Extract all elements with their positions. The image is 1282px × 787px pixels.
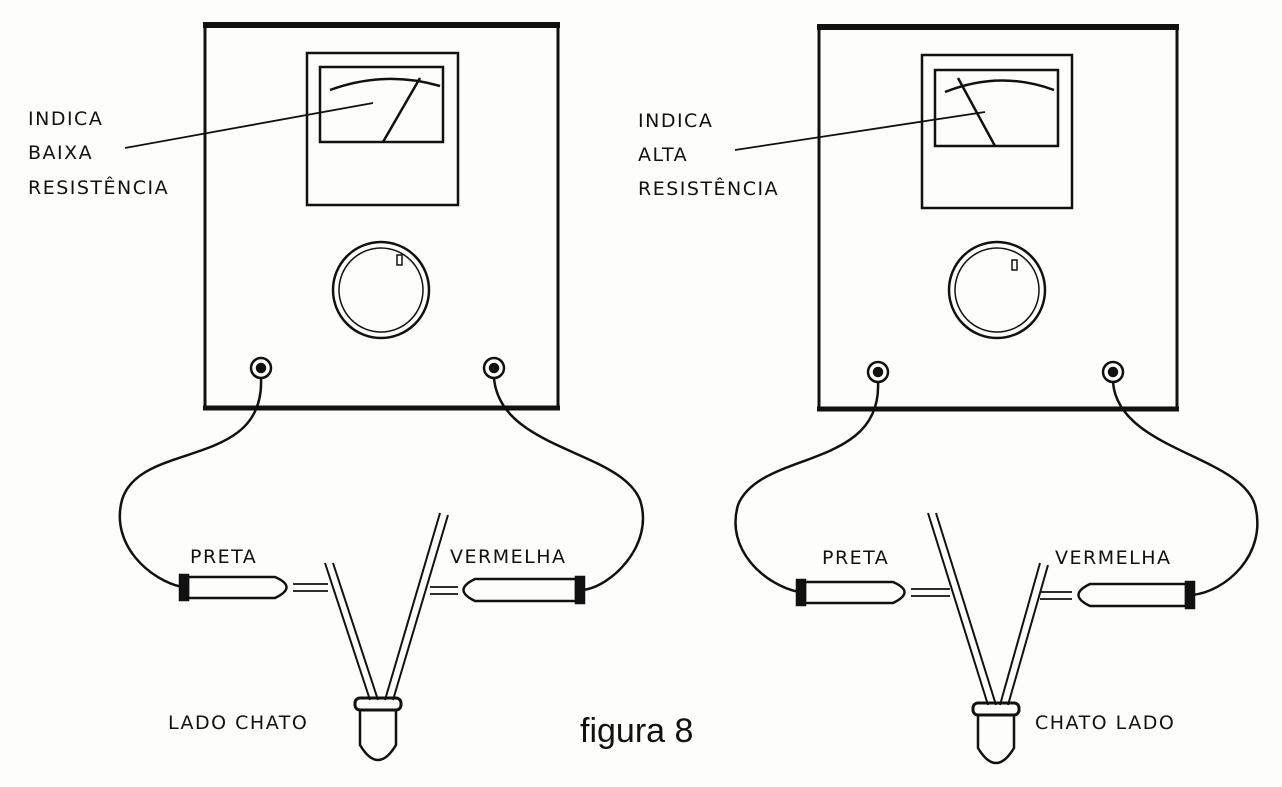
meter-needle <box>956 77 997 147</box>
probe-black-label: PRETA <box>190 546 257 568</box>
left-multimeter <box>203 22 560 411</box>
indicator-label-line1: INDICA <box>28 108 103 130</box>
probe-red <box>430 575 586 605</box>
probe-black-label: PRETA <box>822 547 889 569</box>
flat-side-label: LADO CHATO <box>168 712 308 734</box>
selector-knob <box>947 240 1047 340</box>
meter-scale-arc <box>944 79 1055 94</box>
leader-line <box>124 102 374 149</box>
wire-black <box>734 381 880 594</box>
indicator-label-line3: RESISTÊNCIA <box>28 176 169 199</box>
wire-red <box>492 377 645 592</box>
indicator-label-line3: RESISTÊNCIA <box>638 177 779 200</box>
jack-black <box>866 360 890 384</box>
meter-scale-arc <box>329 77 441 92</box>
probe-red-label: VERMELHA <box>1055 547 1171 569</box>
probe-black <box>178 573 328 602</box>
selector-knob <box>331 240 431 340</box>
jack-red <box>1101 360 1125 384</box>
figure-caption: figura 8 <box>580 712 693 750</box>
indicator-label-line1: INDICA <box>638 110 713 132</box>
meter-needle <box>381 77 422 143</box>
meter-display <box>318 65 445 144</box>
meter-window <box>920 53 1074 210</box>
probe-black <box>795 578 950 607</box>
indicator-label-line2: BAIXA <box>28 142 93 164</box>
meter-display <box>933 68 1060 148</box>
indicator-label-line2: ALTA <box>638 144 688 166</box>
probe-red <box>1040 580 1196 610</box>
probe-red-label: VERMELHA <box>450 546 566 568</box>
leader-line <box>734 111 986 151</box>
wire-black <box>118 377 263 589</box>
flat-side-label: CHATO LADO <box>1035 712 1175 734</box>
jack-black <box>249 356 273 380</box>
meter-window <box>305 51 460 207</box>
right-multimeter <box>817 24 1179 412</box>
led-right <box>927 512 1049 765</box>
jack-red <box>482 356 506 380</box>
wire-red <box>1111 381 1259 597</box>
led-left <box>324 512 449 762</box>
